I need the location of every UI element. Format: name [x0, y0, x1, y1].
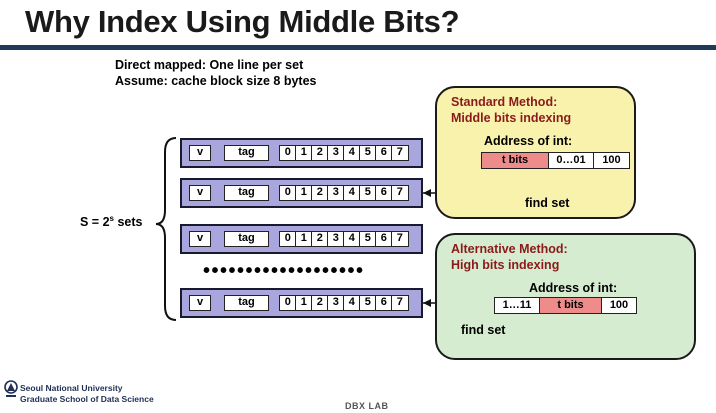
- block-byte: 0: [279, 231, 297, 247]
- block-byte: 1: [295, 145, 313, 161]
- tag-field: tag: [224, 185, 269, 201]
- block-byte: 5: [359, 145, 377, 161]
- address-label: Address of int:: [484, 134, 573, 148]
- more-sets-ellipsis: •••••••••••••••••••: [203, 260, 365, 282]
- block-byte: 6: [375, 295, 393, 311]
- standard-find-set-arrowhead: [423, 189, 431, 197]
- block-byte: 2: [311, 231, 329, 247]
- cache-set-row: v tag 0 1 2 3 4 5 6 7: [180, 178, 423, 208]
- university-name-line1: Seoul National University: [20, 383, 123, 393]
- standard-method-panel: Standard Method: Middle bits indexing Ad…: [435, 86, 636, 219]
- alternative-find-set-arrowhead: [423, 299, 431, 307]
- block-byte: 5: [359, 295, 377, 311]
- block-byte: 6: [375, 231, 393, 247]
- block-offset-field: 100: [593, 152, 630, 169]
- block-bytes: 0 1 2 3 4 5 6 7: [279, 145, 409, 161]
- block-byte: 4: [343, 295, 361, 311]
- block-byte: 4: [343, 185, 361, 201]
- sets-count-label: S = 2s sets: [80, 214, 143, 230]
- university-name: Seoul National University Graduate Schoo…: [20, 383, 154, 405]
- tag-bits-field: t bits: [538, 297, 603, 314]
- intro-text: Direct mapped: One line per set Assume: …: [115, 57, 316, 89]
- block-byte: 2: [311, 295, 329, 311]
- address-label: Address of int:: [529, 281, 618, 295]
- tag-field: tag: [224, 231, 269, 247]
- block-byte: 7: [391, 295, 409, 311]
- address-fields: 1…11 t bits 100: [494, 297, 637, 314]
- address-fields: t bits 0…01 100: [481, 152, 630, 169]
- valid-bit: v: [189, 231, 211, 247]
- block-byte: 2: [311, 185, 329, 201]
- lab-name: DBX LAB: [345, 401, 389, 411]
- block-byte: 1: [295, 231, 313, 247]
- block-bytes: 0 1 2 3 4 5 6 7: [279, 231, 409, 247]
- block-byte: 3: [327, 295, 345, 311]
- sets-brace: [155, 137, 177, 321]
- university-name-line2: Graduate School of Data Science: [20, 394, 154, 404]
- alternative-method-title: Alternative Method:: [451, 242, 568, 256]
- alternative-method-panel: Alternative Method: High bits indexing A…: [435, 233, 696, 360]
- find-set-label: find set: [461, 323, 506, 337]
- block-byte: 3: [327, 231, 345, 247]
- block-byte: 7: [391, 185, 409, 201]
- title-divider: [0, 45, 716, 50]
- cache-set-row: v tag 0 1 2 3 4 5 6 7: [180, 288, 423, 318]
- find-set-label: find set: [525, 196, 570, 210]
- tag-field: tag: [224, 145, 269, 161]
- block-byte: 3: [327, 185, 345, 201]
- block-byte: 7: [391, 145, 409, 161]
- block-byte: 6: [375, 185, 393, 201]
- block-bytes: 0 1 2 3 4 5 6 7: [279, 185, 409, 201]
- cache-set-row: v tag 0 1 2 3 4 5 6 7: [180, 138, 423, 168]
- block-byte: 4: [343, 145, 361, 161]
- block-byte: 1: [295, 185, 313, 201]
- page-title: Why Index Using Middle Bits?: [25, 4, 460, 39]
- block-byte: 4: [343, 231, 361, 247]
- block-offset-field: 100: [601, 297, 637, 314]
- set-index-field: 0…01: [547, 152, 595, 169]
- set-index-field: 1…11: [494, 297, 540, 314]
- block-byte: 5: [359, 231, 377, 247]
- block-byte: 7: [391, 231, 409, 247]
- block-byte: 0: [279, 295, 297, 311]
- block-byte: 2: [311, 145, 329, 161]
- standard-method-title: Standard Method:: [451, 95, 558, 109]
- block-byte: 5: [359, 185, 377, 201]
- intro-line-block-size: Assume: cache block size 8 bytes: [115, 74, 317, 88]
- intro-line-direct-mapped: Direct mapped: One line per set: [115, 58, 304, 72]
- block-byte: 0: [279, 145, 297, 161]
- valid-bit: v: [189, 295, 211, 311]
- block-byte: 0: [279, 185, 297, 201]
- block-byte: 1: [295, 295, 313, 311]
- tag-bits-field: t bits: [481, 152, 549, 169]
- block-byte: 6: [375, 145, 393, 161]
- university-logo: [4, 380, 18, 397]
- standard-method-subtitle: Middle bits indexing: [451, 111, 572, 125]
- tag-field: tag: [224, 295, 269, 311]
- alternative-method-subtitle: High bits indexing: [451, 258, 560, 272]
- cache-set-row: v tag 0 1 2 3 4 5 6 7: [180, 224, 423, 254]
- valid-bit: v: [189, 185, 211, 201]
- block-byte: 3: [327, 145, 345, 161]
- valid-bit: v: [189, 145, 211, 161]
- block-bytes: 0 1 2 3 4 5 6 7: [279, 295, 409, 311]
